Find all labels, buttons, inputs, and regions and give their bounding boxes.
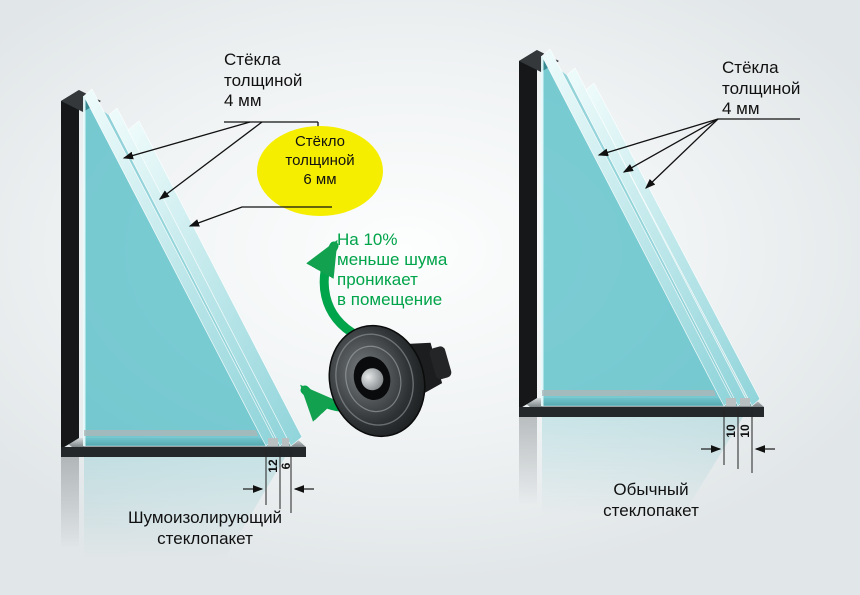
- left-pane-highlight: [83, 96, 86, 446]
- right-frame-bar: [519, 50, 537, 409]
- left-unit-caption: Шумоизолирующий стеклопакет: [127, 508, 283, 548]
- left-dimension-lines: [243, 450, 314, 513]
- right-unit-reflection: [519, 409, 748, 515]
- right-pane-highlight: [541, 56, 544, 406]
- speaker-icon: [328, 324, 452, 438]
- right-gap-dimension-2: 10: [738, 424, 752, 438]
- left-unit-reflection: [61, 449, 290, 558]
- noise-reduction-note: На 10% меньше шума проникает в помещение: [337, 230, 448, 310]
- right-glass-thickness-label: Стёкла толщиной 4 мм: [722, 58, 801, 119]
- left-gap-dimension-1: 12: [266, 459, 280, 473]
- noise-insulating-glass-unit-illustration: [61, 88, 306, 457]
- left-frame-bar: [61, 90, 79, 449]
- right-unit-caption: Обычный стеклопакет: [603, 480, 699, 520]
- right-gap-dimension-1: 10: [724, 424, 738, 438]
- right-spacer-stubs: [726, 398, 750, 406]
- right-bottom-frame-top: [519, 398, 764, 407]
- callout-bubble: [257, 126, 383, 216]
- left-spacer-stubs: [268, 438, 289, 446]
- thick-glass-leader-arrow: [188, 206, 332, 227]
- right-dimension-lines: [701, 410, 775, 473]
- thick-glass-callout-text: Стёкло толщиной 6 мм: [285, 133, 355, 189]
- left-bottom-frame-front: [61, 447, 306, 457]
- right-spacer-strip: [542, 390, 716, 396]
- left-unit-glass-edges: [83, 88, 303, 447]
- left-glass-thickness-label: Стёкла толщиной 4 мм: [224, 50, 303, 111]
- left-bottom-frame-top: [61, 438, 306, 447]
- noise-up-arrow-icon: [306, 239, 363, 341]
- right-label-leader-arrows: [597, 118, 800, 189]
- left-gap-dimension-2: 6: [279, 462, 293, 470]
- right-bottom-frame-front: [519, 407, 764, 417]
- regular-glass-unit-illustration: [519, 48, 764, 417]
- left-spacer-strip: [84, 430, 258, 436]
